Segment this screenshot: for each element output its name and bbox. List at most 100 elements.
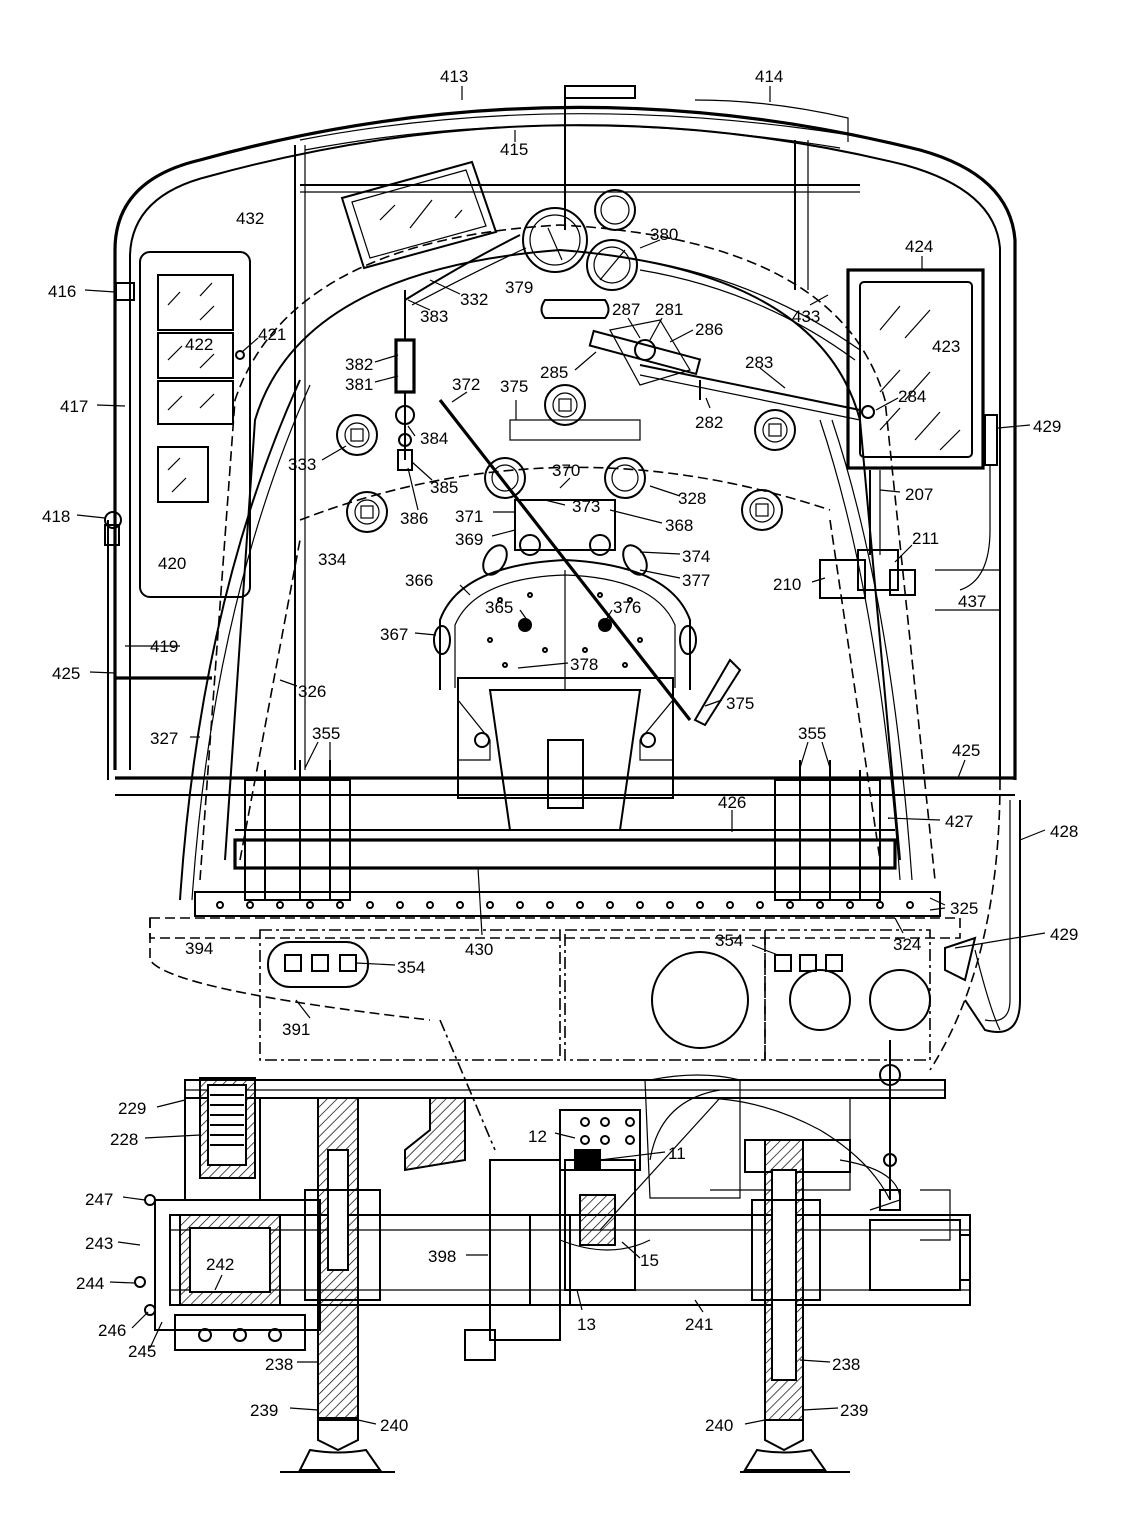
ref-numeral-n381: 381 (345, 375, 373, 394)
ref-numeral-n228: 228 (110, 1130, 138, 1149)
throttle-linkage (588, 319, 875, 421)
ref-numeral-n281: 281 (655, 300, 683, 319)
ref-numeral-n368: 368 (665, 516, 693, 535)
ref-numeral-n425a: 425 (52, 664, 80, 683)
ref-numeral-n378: 378 (570, 655, 598, 674)
upper-window (340, 160, 498, 270)
leader-lines (76, 86, 1046, 1425)
ref-numeral-n327: 327 (150, 729, 178, 748)
brake-fittings (559, 1040, 901, 1251)
ref-numeral-n418: 418 (42, 507, 70, 526)
stoker-housing (457, 677, 674, 831)
ref-numeral-n238a: 238 (265, 1355, 293, 1374)
ref-numeral-n247: 247 (85, 1190, 113, 1209)
ref-numeral-n229: 229 (118, 1099, 146, 1118)
ref-numeral-n365: 365 (485, 598, 513, 617)
ref-numeral-n246: 246 (98, 1321, 126, 1340)
ref-numeral-n384: 384 (420, 429, 448, 448)
ref-numeral-n238b: 238 (832, 1355, 860, 1374)
ref-numeral-n432: 432 (236, 209, 264, 228)
ref-numeral-n11: 11 (668, 1144, 686, 1163)
ref-numeral-n367: 367 (380, 625, 408, 644)
ref-numeral-n287: 287 (612, 300, 640, 319)
ref-numeral-n374: 374 (682, 547, 710, 566)
ref-numeral-n355b: 355 (798, 724, 826, 743)
ref-numeral-n334: 334 (318, 550, 346, 569)
undercarriage-frame (184, 1074, 946, 1361)
ref-numeral-n429b: 429 (1050, 925, 1078, 944)
ref-numeral-n424: 424 (905, 237, 933, 256)
ref-numeral-n371: 371 (455, 507, 483, 526)
ref-numeral-n15: 15 (640, 1251, 659, 1270)
ref-numeral-n413: 413 (440, 67, 468, 86)
ref-numeral-n394: 394 (185, 939, 213, 958)
ref-numeral-n427: 427 (945, 812, 973, 831)
ref-numeral-n417: 417 (60, 397, 88, 416)
ref-numeral-n332: 332 (460, 290, 488, 309)
ref-numeral-n415: 415 (500, 140, 528, 159)
ref-numeral-n375a: 375 (500, 377, 528, 396)
side-pipes (179, 379, 913, 901)
ref-numeral-n380: 380 (650, 225, 678, 244)
ref-numeral-n414: 414 (755, 67, 783, 86)
ref-numeral-n416: 416 (48, 282, 76, 301)
ref-numeral-n372: 372 (452, 375, 480, 394)
ref-numeral-n242: 242 (206, 1255, 234, 1274)
ref-numeral-n245: 245 (128, 1342, 156, 1361)
ref-numeral-n433: 433 (792, 307, 820, 326)
right-window (846, 268, 985, 470)
ref-numeral-n207: 207 (905, 485, 933, 504)
ref-numeral-n370: 370 (552, 461, 580, 480)
ref-numeral-n383: 383 (420, 307, 448, 326)
ref-numeral-n386: 386 (400, 509, 428, 528)
ref-numeral-n437: 437 (958, 592, 986, 611)
ref-numeral-n419: 419 (150, 637, 178, 656)
ref-numeral-n326: 326 (298, 682, 326, 701)
ref-numeral-n211: 211 (912, 529, 939, 548)
deck-structure (149, 760, 961, 1151)
ref-numeral-n286: 286 (695, 320, 723, 339)
ref-numeral-n425b: 425 (952, 741, 980, 760)
ref-numeral-n283: 283 (745, 353, 773, 372)
ref-numeral-n385: 385 (430, 478, 458, 497)
ref-numeral-n239b: 239 (840, 1401, 868, 1420)
ref-numeral-n391: 391 (282, 1020, 310, 1039)
ref-numeral-n426: 426 (718, 793, 746, 812)
left-window-panel (139, 251, 251, 598)
ref-numeral-n373: 373 (572, 497, 600, 516)
ref-numeral-n429a: 429 (1033, 417, 1061, 436)
ref-numeral-n354b: 354 (715, 931, 743, 950)
ref-numeral-n282: 282 (695, 413, 723, 432)
ref-numeral-n12: 12 (528, 1127, 547, 1146)
backhead-valves (336, 384, 796, 533)
ref-numeral-n325: 325 (950, 899, 978, 918)
right-side-fittings (819, 414, 1021, 1071)
ref-numeral-n241: 241 (685, 1315, 713, 1334)
firebox-door (433, 399, 742, 727)
ref-numeral-n328: 328 (678, 489, 706, 508)
ref-numeral-n244: 244 (76, 1274, 104, 1293)
left-wheel (134, 1097, 395, 1473)
ref-numeral-n423: 423 (932, 337, 960, 356)
ref-numeral-n13: 13 (577, 1315, 596, 1334)
ref-numeral-n369: 369 (455, 530, 483, 549)
ref-numeral-n240b: 240 (705, 1416, 733, 1435)
ref-numeral-n355a: 355 (312, 724, 340, 743)
ref-numeral-n430: 430 (465, 940, 493, 959)
injector-assembly (394, 290, 416, 471)
ref-numeral-n333: 333 (288, 455, 316, 474)
ref-numeral-n376: 376 (613, 598, 641, 617)
ref-numeral-n398: 398 (428, 1247, 456, 1266)
axle (169, 1159, 971, 1306)
ref-numeral-n377: 377 (682, 571, 710, 590)
ref-numeral-n375b: 375 (726, 694, 754, 713)
left-side-fittings (104, 282, 212, 780)
ref-numeral-n284: 284 (898, 387, 926, 406)
ref-numeral-n366: 366 (405, 571, 433, 590)
ref-numeral-n243: 243 (85, 1234, 113, 1253)
ref-numeral-n240a: 240 (380, 1416, 408, 1435)
ref-numeral-n210: 210 (773, 575, 801, 594)
ref-numeral-n285: 285 (540, 363, 568, 382)
